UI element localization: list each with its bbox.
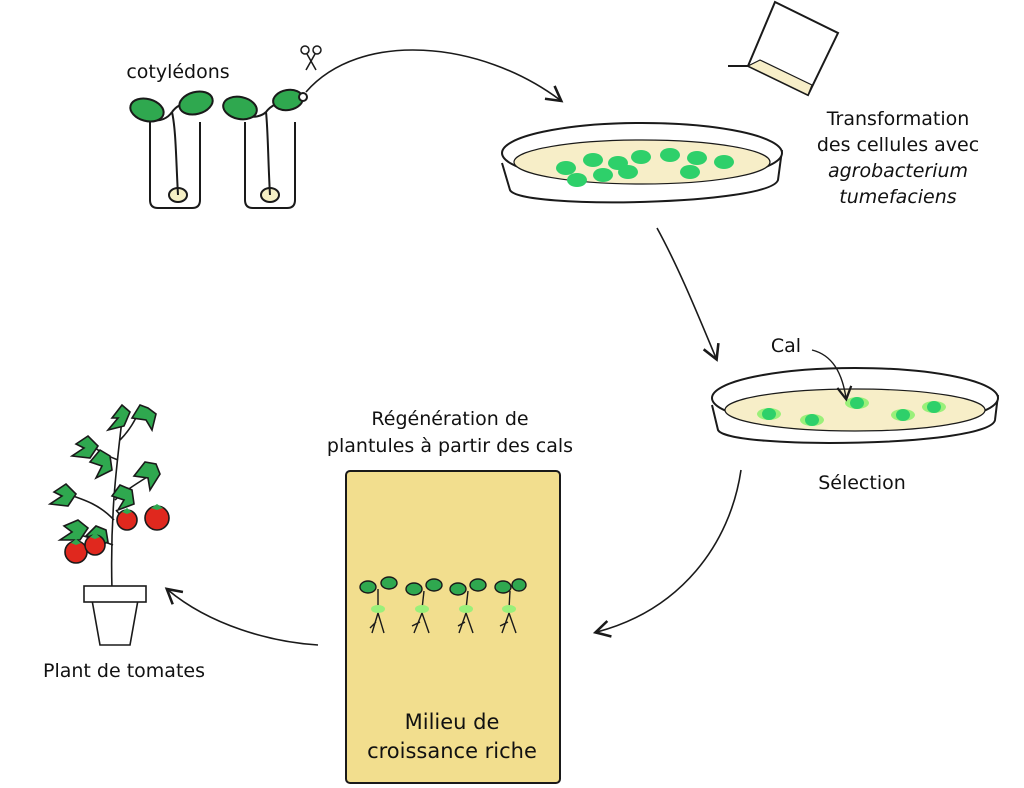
cal-label: Cal [771,335,801,357]
plantlet [494,578,527,634]
arrow-to-selection [656,227,720,362]
tomatoes [64,505,170,564]
transformation-petri-dish [501,122,783,204]
cal-pointer-arrow [811,349,853,402]
bacteria-beaker [728,0,840,97]
arrow-to-transformation [305,49,564,103]
selection-petri-dish [711,367,999,444]
medium-label-line1: Milieu de [405,710,500,734]
selection-label: Sélection [818,472,906,494]
scissors-icon [300,45,322,71]
transformation-label-line2: des cellules avec [817,134,979,156]
transformation-label-line4: tumefaciens [839,186,956,208]
plantlet [359,576,398,634]
growth-medium-box [345,470,561,784]
medium-label-line2: croissance riche [367,739,537,763]
regeneration-label-line1: Régénération de [371,408,528,430]
tomato-plant-label: Plant de tomates [43,660,205,682]
regeneration-label-line2: plantules à partir des cals [327,435,573,457]
cotyledons-label: cotylédons [126,61,229,83]
transformed-cells [556,148,734,187]
arrow-to-tomato-plant [164,587,319,646]
plantlet [405,578,443,634]
tomato-plant [47,403,170,646]
plantlet [449,578,487,634]
flower-pot [83,585,147,646]
cotyledon-seedlings [129,88,308,209]
tomato-leaves [47,403,161,550]
arrow-to-regeneration [592,469,742,638]
transformation-label-line3: agrobacterium [828,160,968,182]
transformation-label-line1: Transformation [826,108,970,130]
plantlets [359,576,527,634]
